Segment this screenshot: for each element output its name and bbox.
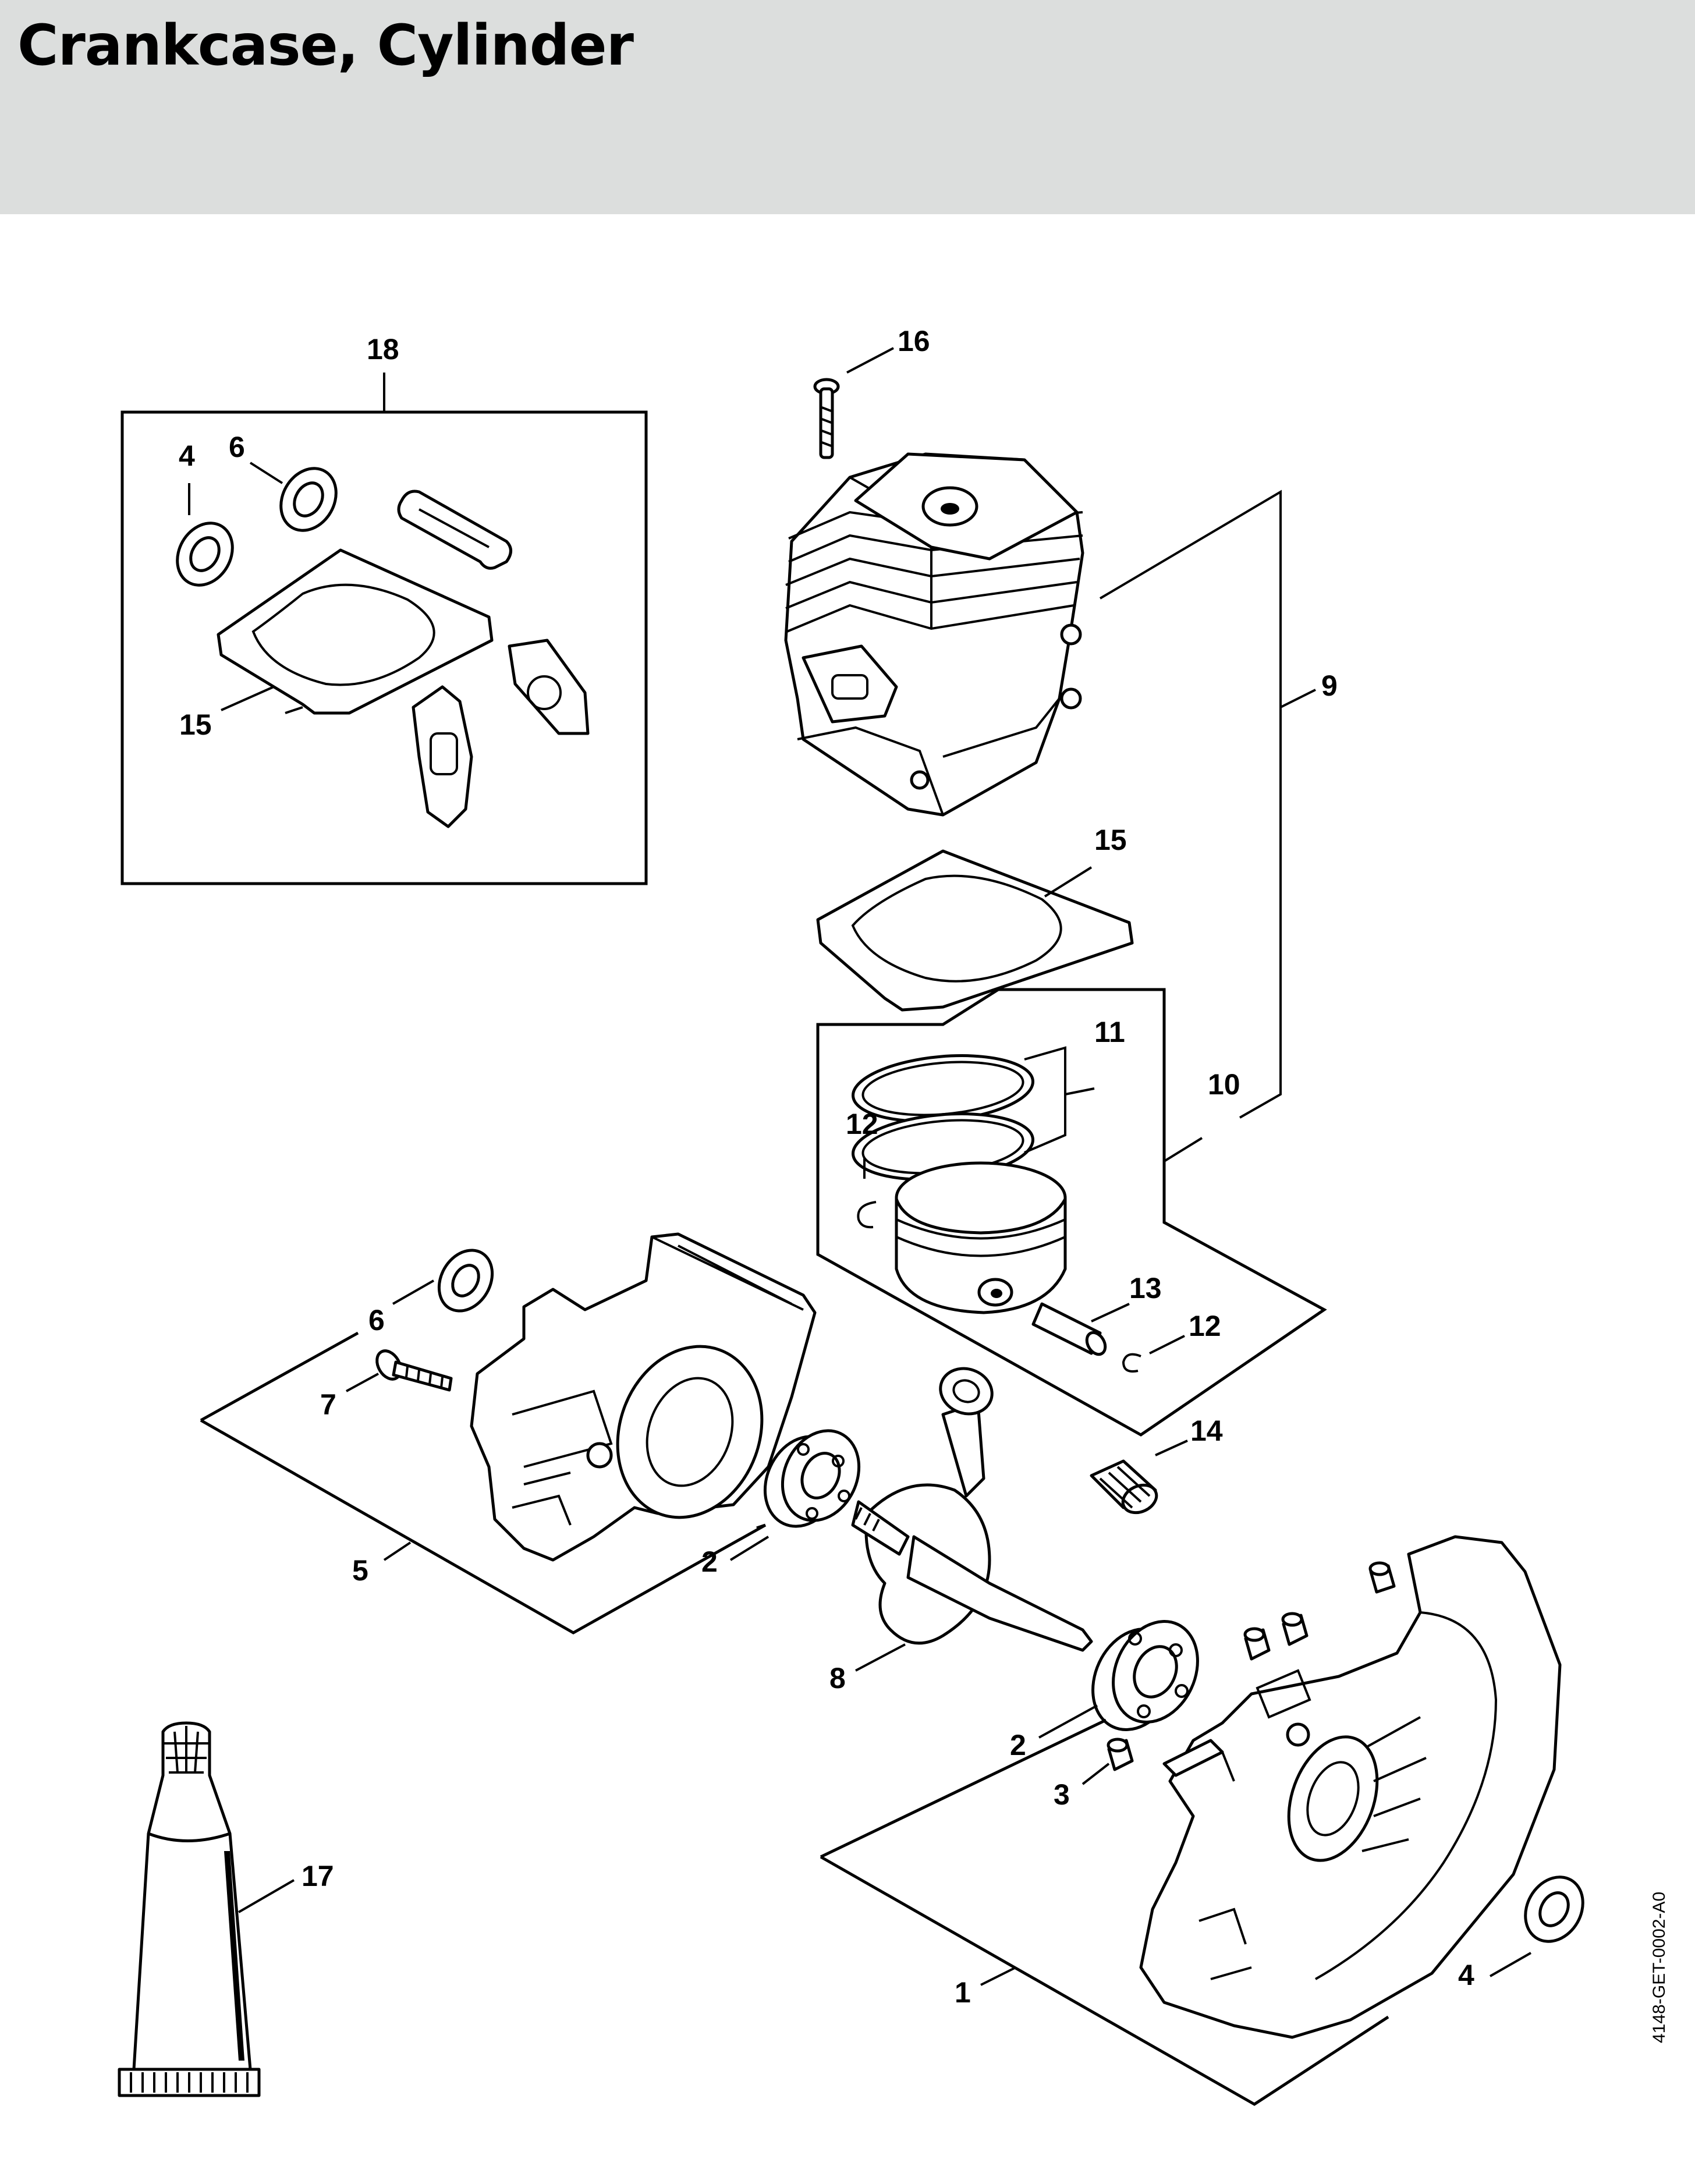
callout-4: 4	[1458, 1959, 1474, 1991]
drawing-code: 4148-GET-0002-A0	[1650, 1892, 1669, 2043]
callout-15: 15	[179, 708, 212, 741]
sealant-tube-icon	[118, 1721, 261, 2097]
callout-10: 10	[1208, 1068, 1240, 1101]
crankcase-half-icon	[470, 1232, 817, 1562]
leader-lines	[188, 347, 1531, 1986]
group-bracket-9	[1099, 490, 1282, 1119]
callout-13: 13	[1129, 1272, 1162, 1304]
header-bar: Crankcase, Cylinder	[0, 0, 1695, 214]
callout-9: 9	[1321, 669, 1338, 702]
ball-bearing-icon	[763, 1429, 861, 1528]
callout-8: 8	[829, 1662, 846, 1694]
circlip-icon	[857, 1201, 877, 1229]
page-title: Crankcase, Cylinder	[17, 13, 634, 78]
circlip-icon	[1122, 1353, 1141, 1373]
sleeve-icon	[1243, 1627, 1271, 1661]
gasket-icon	[217, 548, 494, 715]
callout-12: 12	[1189, 1310, 1221, 1342]
sleeve-icon	[1368, 1561, 1396, 1594]
gasket-icon	[412, 685, 473, 828]
callout-15: 15	[1094, 824, 1127, 856]
oil-seal-icon	[1524, 1875, 1584, 1943]
gasket-icon	[508, 639, 590, 735]
oil-seal-icon	[176, 522, 234, 587]
screw-icon	[813, 378, 840, 459]
callout-12: 12	[846, 1108, 878, 1140]
callout-6: 6	[229, 431, 245, 463]
callout-7: 7	[320, 1388, 336, 1421]
piston-icon	[895, 1161, 1067, 1314]
piston-group-box	[816, 988, 1327, 1437]
callout-16: 16	[898, 325, 930, 357]
ball-bearing-icon	[1091, 1620, 1199, 1731]
callout-6: 6	[368, 1304, 385, 1336]
crankshaft-icon	[851, 1367, 1093, 1652]
gasket-icon	[816, 849, 1134, 1012]
callout-11: 11	[1094, 1016, 1125, 1048]
cylinder-icon	[784, 452, 1084, 817]
sleeve-icon	[1281, 1612, 1309, 1646]
oil-seal-icon	[437, 1249, 494, 1313]
oil-seal-icon	[279, 467, 338, 532]
callout-14: 14	[1190, 1414, 1223, 1447]
gasket-set-box	[120, 373, 648, 885]
sleeve-icon	[1107, 1738, 1134, 1771]
piston-pin-icon	[1031, 1302, 1107, 1356]
screw-icon	[375, 1349, 453, 1392]
callout-4: 4	[179, 439, 195, 472]
callout-2: 2	[701, 1545, 718, 1578]
callout-3: 3	[1054, 1778, 1070, 1811]
needle-cage-icon	[1090, 1459, 1158, 1515]
crankcase-half-icon	[1139, 1535, 1562, 2039]
callout-17: 17	[302, 1860, 334, 1892]
gasket-icon	[397, 490, 512, 570]
callout-5: 5	[352, 1554, 368, 1587]
callout-2: 2	[1010, 1729, 1026, 1761]
crankcase-right-bracket	[820, 1718, 1389, 2106]
callout-1: 1	[955, 1976, 971, 2009]
crankcase-left-bracket	[200, 1331, 767, 1635]
callout-18: 18	[367, 333, 399, 366]
